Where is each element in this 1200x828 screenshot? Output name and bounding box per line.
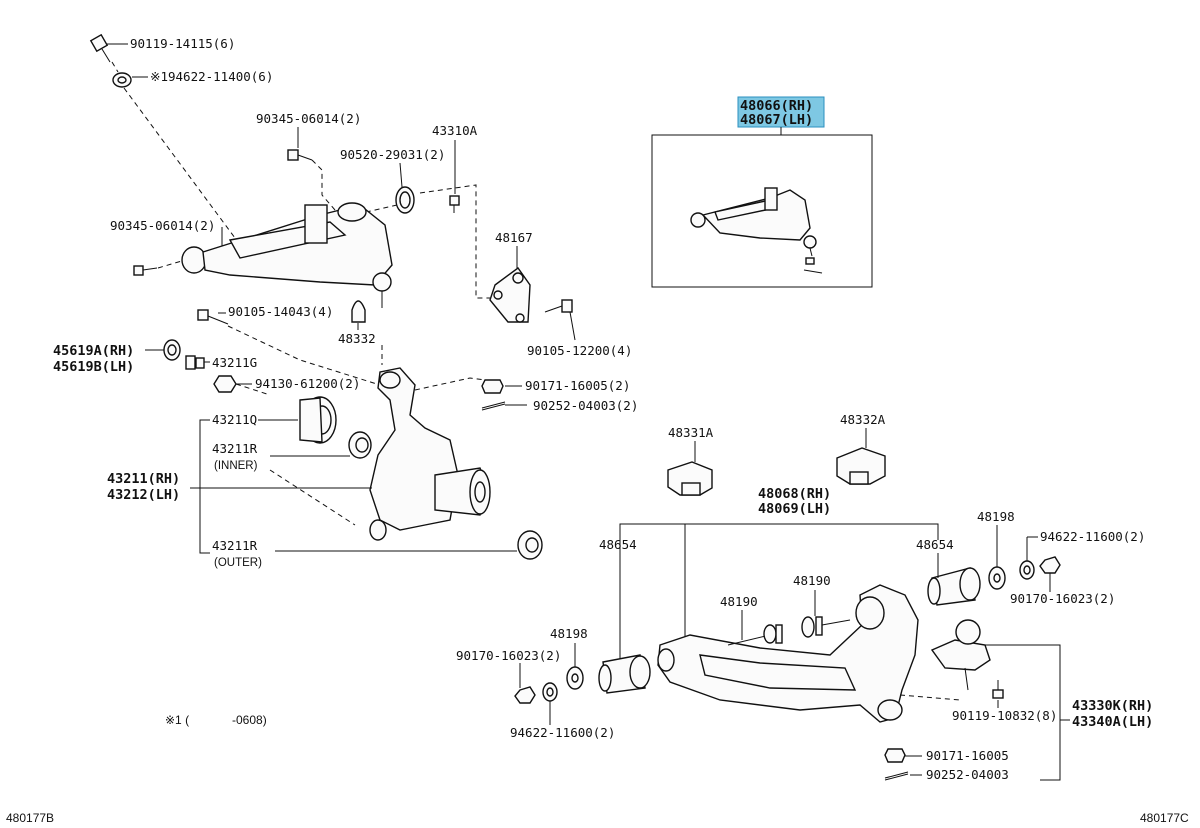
steering-knuckle-icon[interactable] <box>369 367 491 541</box>
label-90105-12200[interactable]: 90105-12200(4) <box>527 343 632 358</box>
nut-90171-upper-icon[interactable] <box>481 379 504 394</box>
label-90119-14115[interactable]: 90119-14115(6) <box>130 36 235 51</box>
nut-90170-left-icon[interactable] <box>514 686 536 704</box>
highlight-48066 <box>737 96 825 128</box>
label-48066-rh[interactable]: 48066(RH) <box>740 98 813 114</box>
lower-control-arm-icon[interactable] <box>657 584 919 723</box>
label-45619A[interactable]: 45619A(RH) <box>53 343 134 359</box>
label-48067-lh[interactable]: 48067(LH) <box>740 112 813 128</box>
washer-48198-right-icon[interactable] <box>988 566 1006 590</box>
bearing-43211R-inner-icon[interactable] <box>348 431 372 459</box>
label-48069-lh[interactable]: 48069(LH) <box>758 501 831 517</box>
callout-labels: 90119-14115(6) ※194622-11400(6) 90345-06… <box>6 36 1189 825</box>
label-90345-top[interactable]: 90345-06014(2) <box>256 111 361 126</box>
bolt-90345-left-icon[interactable] <box>133 265 158 276</box>
part-43211G-icon[interactable] <box>185 355 205 370</box>
footnote-mark: ※1 ( <box>165 713 189 727</box>
upper-control-arm-icon[interactable] <box>181 202 393 308</box>
nut-90171-lower-icon[interactable] <box>884 748 906 763</box>
upper-arm-assembly-box <box>651 96 873 288</box>
washer-48198-left-icon[interactable] <box>566 666 584 690</box>
label-outer-note: (OUTER) <box>214 557 262 569</box>
bolt-90345-top-icon[interactable] <box>287 149 313 161</box>
label-94622-right[interactable]: 94622-11600(2) <box>1040 529 1145 544</box>
retainer-90520-icon[interactable] <box>395 186 415 214</box>
label-48068-rh[interactable]: 48068(RH) <box>758 486 831 502</box>
label-48190-b[interactable]: 48190 <box>793 573 831 588</box>
label-48332A[interactable]: 48332A <box>840 412 886 427</box>
label-45619B[interactable]: 45619B(LH) <box>53 359 134 375</box>
washer-94622-left-icon[interactable] <box>542 682 558 702</box>
bolt-48190-b-icon[interactable] <box>801 616 851 638</box>
label-48331A[interactable]: 48331A <box>668 425 714 440</box>
label-90171-lower[interactable]: 90171-16005 <box>926 748 1009 763</box>
bushing-48654-left-icon[interactable] <box>598 654 651 694</box>
label-43310A[interactable]: 43310A <box>432 123 478 138</box>
bolt-90105-14043-icon[interactable] <box>197 309 229 325</box>
stopper-43310A-icon[interactable] <box>449 195 460 213</box>
ball-joint-43330K-icon[interactable] <box>930 619 991 691</box>
label-90119-10832[interactable]: 90119-10832(8) <box>952 708 1057 723</box>
label-43211G[interactable]: 43211G <box>212 355 257 370</box>
label-90345-left[interactable]: 90345-06014(2) <box>110 218 215 233</box>
upper-arm-assembly <box>89 33 576 386</box>
diagram-code-right: 480177C <box>1140 811 1189 825</box>
bracket-48167-icon[interactable] <box>489 267 531 323</box>
nut-94130-icon[interactable] <box>213 375 237 393</box>
washer-194622-icon[interactable] <box>112 72 132 88</box>
label-48654-right[interactable]: 48654 <box>916 537 954 552</box>
label-90170-right[interactable]: 90170-16023(2) <box>1010 591 1115 606</box>
label-43211-rh[interactable]: 43211(RH) <box>107 471 180 487</box>
label-48198-right[interactable]: 48198 <box>977 509 1015 524</box>
bearing-43211R-outer-icon[interactable] <box>517 530 543 560</box>
bumper-48332-icon[interactable] <box>351 300 366 323</box>
label-94130[interactable]: 94130-61200(2) <box>255 376 360 391</box>
hub-seal-43211Q-icon[interactable] <box>299 396 337 444</box>
bolt-48190-a-icon[interactable] <box>727 624 783 646</box>
bolt-90119-14115-icon[interactable] <box>89 33 111 63</box>
label-90252-lower[interactable]: 90252-04003 <box>926 767 1009 782</box>
cotter-pin-90252-lower-icon[interactable] <box>884 771 909 781</box>
bumper-48331A-icon[interactable] <box>667 461 713 496</box>
bumper-48332A-icon[interactable] <box>836 447 886 485</box>
steering-knuckle-assembly <box>145 339 543 560</box>
nut-90170-right-icon[interactable] <box>1039 556 1061 574</box>
label-43211Q[interactable]: 43211Q <box>212 412 257 427</box>
label-90170-left[interactable]: 90170-16023(2) <box>456 648 561 663</box>
label-90171-upper[interactable]: 90171-16005(2) <box>525 378 630 393</box>
label-inner-note: (INNER) <box>214 460 258 472</box>
footnote-date: -0608) <box>232 713 267 727</box>
label-48332[interactable]: 48332 <box>338 331 376 346</box>
label-48198-left[interactable]: 48198 <box>550 626 588 641</box>
diagram-code-left: 480177B <box>6 811 54 825</box>
washer-94622-right-icon[interactable] <box>1019 560 1035 580</box>
label-43330K-rh[interactable]: 43330K(RH) <box>1072 698 1153 714</box>
label-43212-lh[interactable]: 43212(LH) <box>107 487 180 503</box>
bolt-90105-12200-icon[interactable] <box>544 299 573 313</box>
label-94622-left[interactable]: 94622-11600(2) <box>510 725 615 740</box>
label-194622-11400[interactable]: ※194622-11400(6) <box>150 69 273 84</box>
label-48167[interactable]: 48167 <box>495 230 533 245</box>
label-90105-14043[interactable]: 90105-14043(4) <box>228 304 333 319</box>
label-90252-upper[interactable]: 90252-04003(2) <box>533 398 638 413</box>
label-48654-left[interactable]: 48654 <box>599 537 637 552</box>
cotter-pin-90252-upper-icon[interactable] <box>481 401 506 411</box>
label-43211R-inner[interactable]: 43211R <box>212 441 258 456</box>
bushing-48654-right-icon[interactable] <box>927 567 981 606</box>
label-48190-a[interactable]: 48190 <box>720 594 758 609</box>
seal-45619-icon[interactable] <box>163 339 181 361</box>
label-43211R-outer[interactable]: 43211R <box>212 538 258 553</box>
label-90520[interactable]: 90520-29031(2) <box>340 147 445 162</box>
upper-control-arm-48066-icon[interactable] <box>690 187 823 274</box>
label-43340A-lh[interactable]: 43340A(LH) <box>1072 714 1153 730</box>
lower-arm-assembly <box>514 428 1070 781</box>
bolt-90119-10832-icon[interactable] <box>992 680 1004 699</box>
